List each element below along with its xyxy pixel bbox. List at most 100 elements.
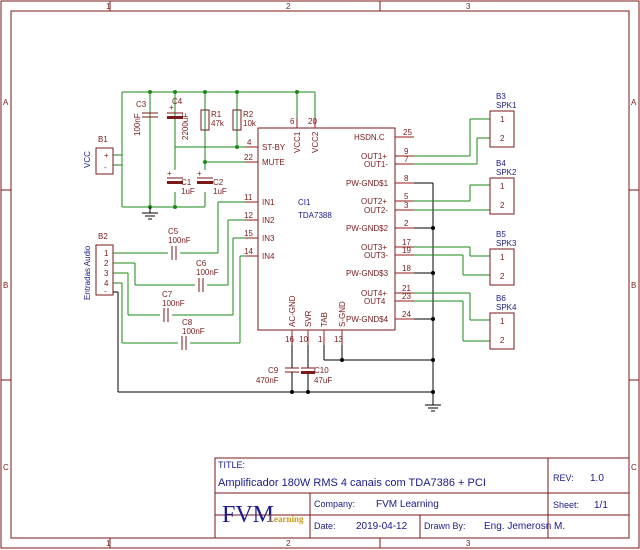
company-value: FVM Learning [376, 499, 439, 510]
border-col-1-bottom: 1 [106, 539, 111, 548]
drawn-label: Drawn By: [424, 521, 466, 531]
c2-ref: C2 [213, 178, 224, 187]
power-wiring [113, 91, 316, 208]
spk1-pin-2: 2 [500, 134, 505, 143]
pin-name-tab: TAB [320, 312, 329, 327]
c7-value: 100nF [162, 299, 185, 308]
pin-num-11: 11 [244, 193, 253, 202]
b1-plus: + [104, 151, 109, 160]
spk4-ref: B6 [496, 294, 506, 303]
pin-name-in4: IN4 [262, 252, 275, 261]
c8-ref: C8 [182, 318, 193, 327]
ground-symbol-main [425, 404, 441, 412]
pin-name-out2p: OUT2+ [361, 197, 387, 206]
pin-name-in3: IN3 [262, 234, 275, 243]
pin-name-stby: ST-BY [262, 143, 286, 152]
pin-name-svr: SVR [304, 310, 313, 327]
pin-name-out1p: OUT1+ [361, 152, 387, 161]
rev-label: REV: [553, 473, 574, 483]
title-label: TITLE: [218, 460, 245, 470]
pin-num-6: 6 [290, 117, 295, 126]
connector-spk1: B3 SPK1 1 2 [489, 92, 517, 148]
capacitor-c7: C7 100nF [162, 290, 185, 322]
capacitor-c5: C5 100nF [168, 227, 191, 260]
connector-spk3: B5 SPK3 1 2 [489, 230, 517, 286]
connector-b1: B1 + - VCC [83, 135, 114, 175]
logo-sub: Learning [268, 514, 304, 524]
pin-name-acgnd: AC-GND [288, 295, 297, 327]
pin-name-out2m: OUT2- [364, 206, 388, 215]
ground-symbol-power [142, 207, 158, 220]
pin-num-21: 21 [402, 284, 411, 293]
pin-num-24: 24 [402, 310, 411, 319]
c4-value: 2200uF [181, 113, 190, 140]
c1-ref: C1 [181, 178, 192, 187]
pin-num-1: 1 [318, 335, 323, 344]
date-label: Date: [314, 521, 336, 531]
connector-spk2: B4 SPK2 1 2 [489, 159, 517, 215]
spk4-name: SPK4 [496, 303, 517, 312]
spk2-pin-2: 2 [500, 201, 505, 210]
b2-pin-minus: - [104, 287, 107, 296]
spk2-ref: B4 [496, 159, 506, 168]
c10-value: 47uF [314, 376, 332, 385]
c1-value: 1uF [181, 187, 195, 196]
border-row-c: C [3, 463, 9, 472]
c2-plus: + [197, 169, 202, 178]
pin-num-12: 12 [244, 211, 253, 220]
date-value: 2019-04-12 [356, 521, 408, 532]
border-row-b-right: B [631, 281, 636, 290]
pin-num-8: 8 [404, 174, 409, 183]
drawn-value: Eng. Jemerosn M. [484, 521, 565, 532]
sheet-title: Amplificador 180W RMS 4 canais com TDA73… [218, 477, 486, 489]
pin-num-20: 20 [308, 117, 317, 126]
b1-minus: - [104, 163, 107, 172]
spk4-pin-1: 1 [500, 317, 505, 326]
pin-name-out4p: OUT4+ [361, 289, 387, 298]
junction-dots [148, 90, 299, 209]
border-row-a-right: A [631, 98, 637, 107]
spk4-pin-2: 2 [500, 336, 505, 345]
pin-num-2: 2 [404, 219, 409, 228]
b2-pin-2: 2 [104, 259, 109, 268]
pin-num-15: 15 [244, 229, 253, 238]
b2-pin-3: 3 [104, 269, 109, 278]
border-col-3: 3 [466, 2, 471, 11]
c3-ref: C3 [136, 100, 147, 109]
b2-pin-4: 4 [104, 279, 109, 288]
fvm-logo: FVM Learning [222, 502, 304, 528]
pin-num-17: 17 [402, 238, 411, 247]
sheet-value: 1/1 [594, 500, 608, 511]
output-wiring [414, 118, 490, 342]
border-row-a: A [3, 98, 9, 107]
c10-ref: C10 [314, 366, 329, 375]
ic-ci1: CI1 TDA7388 4 ST-BY 22 MUTE 11 IN1 12 IN… [244, 117, 414, 345]
pin-name-hsdn: HSDN.C [354, 133, 385, 142]
c3-value: 100nF [133, 113, 142, 136]
pin-num-4: 4 [247, 138, 252, 147]
pin-num-23: 23 [402, 292, 411, 301]
c9-value: 470nF [256, 376, 279, 385]
pin-name-vcc2: VCC2 [311, 131, 320, 153]
capacitor-c6: C6 100nF [196, 259, 219, 292]
spk1-name: SPK1 [496, 101, 517, 110]
pin-name-pwgnd2: PW-GND$2 [346, 224, 389, 233]
ic-ref: CI1 [298, 198, 311, 207]
ic-part: TDA7388 [298, 211, 332, 220]
capacitor-c2: + C2 1uF [197, 169, 227, 196]
sheet-label: Sheet: [553, 500, 579, 510]
spk3-name: SPK3 [496, 239, 517, 248]
r1-value: 47k [211, 119, 225, 128]
title-block: TITLE: Amplificador 180W RMS 4 canais co… [214, 457, 630, 539]
connector-b2: B2 1 2 3 4 - Entradas Audio [83, 232, 114, 300]
r2-value: 10k [243, 119, 257, 128]
ic-bottom-pins: 16 10 1 13 AC-GND SVR TAB S-GND [285, 295, 347, 345]
c5-value: 100nF [168, 236, 191, 245]
c9-ref: C9 [268, 366, 279, 375]
spk3-ref: B5 [496, 230, 506, 239]
pin-name-pwgnd4: PW-GND$4 [346, 315, 389, 324]
pin-num-10: 10 [299, 335, 308, 344]
pin-name-pwgnd1: PW-GND$1 [346, 179, 389, 188]
ground-wiring [290, 182, 435, 405]
